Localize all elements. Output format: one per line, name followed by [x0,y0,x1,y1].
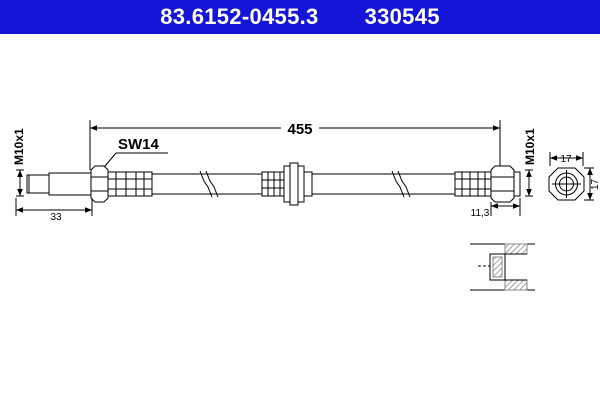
thread-left-label: M10x1 [12,128,26,165]
center-bracket-fitting [261,162,313,206]
wrench-size-label: SW14 [118,136,160,153]
dimension-thread-left: M10x1 [12,128,26,197]
dimension-left-fitting: 33 [15,198,93,223]
dimension-right-fitting: 11,3 [471,198,521,219]
dimension-thread-right: M10x1 [523,128,537,197]
left-male-fitting [26,165,153,203]
title-bar: 83.6152-0455.3 330545 [0,0,600,34]
hex-width-label: 17 [560,154,572,165]
right-female-fitting [454,165,521,203]
hex-height-label: 17 [590,178,600,190]
reference-number: 330545 [364,4,440,29]
left-fitting-length-label: 33 [50,212,62,223]
dimension-total-length: 455 [89,120,501,170]
section-detail [470,243,535,291]
hose-section-left [152,170,262,198]
hose-section-right [312,170,455,198]
thread-right-label: M10x1 [523,128,537,165]
right-fitting-length-label: 11,3 [471,208,490,219]
part-number: 83.6152-0455.3 [160,4,319,29]
total-length-label: 455 [287,121,312,138]
wrench-size-callout: SW14 [99,136,168,173]
hex-end-view: 17 17 [548,152,600,201]
